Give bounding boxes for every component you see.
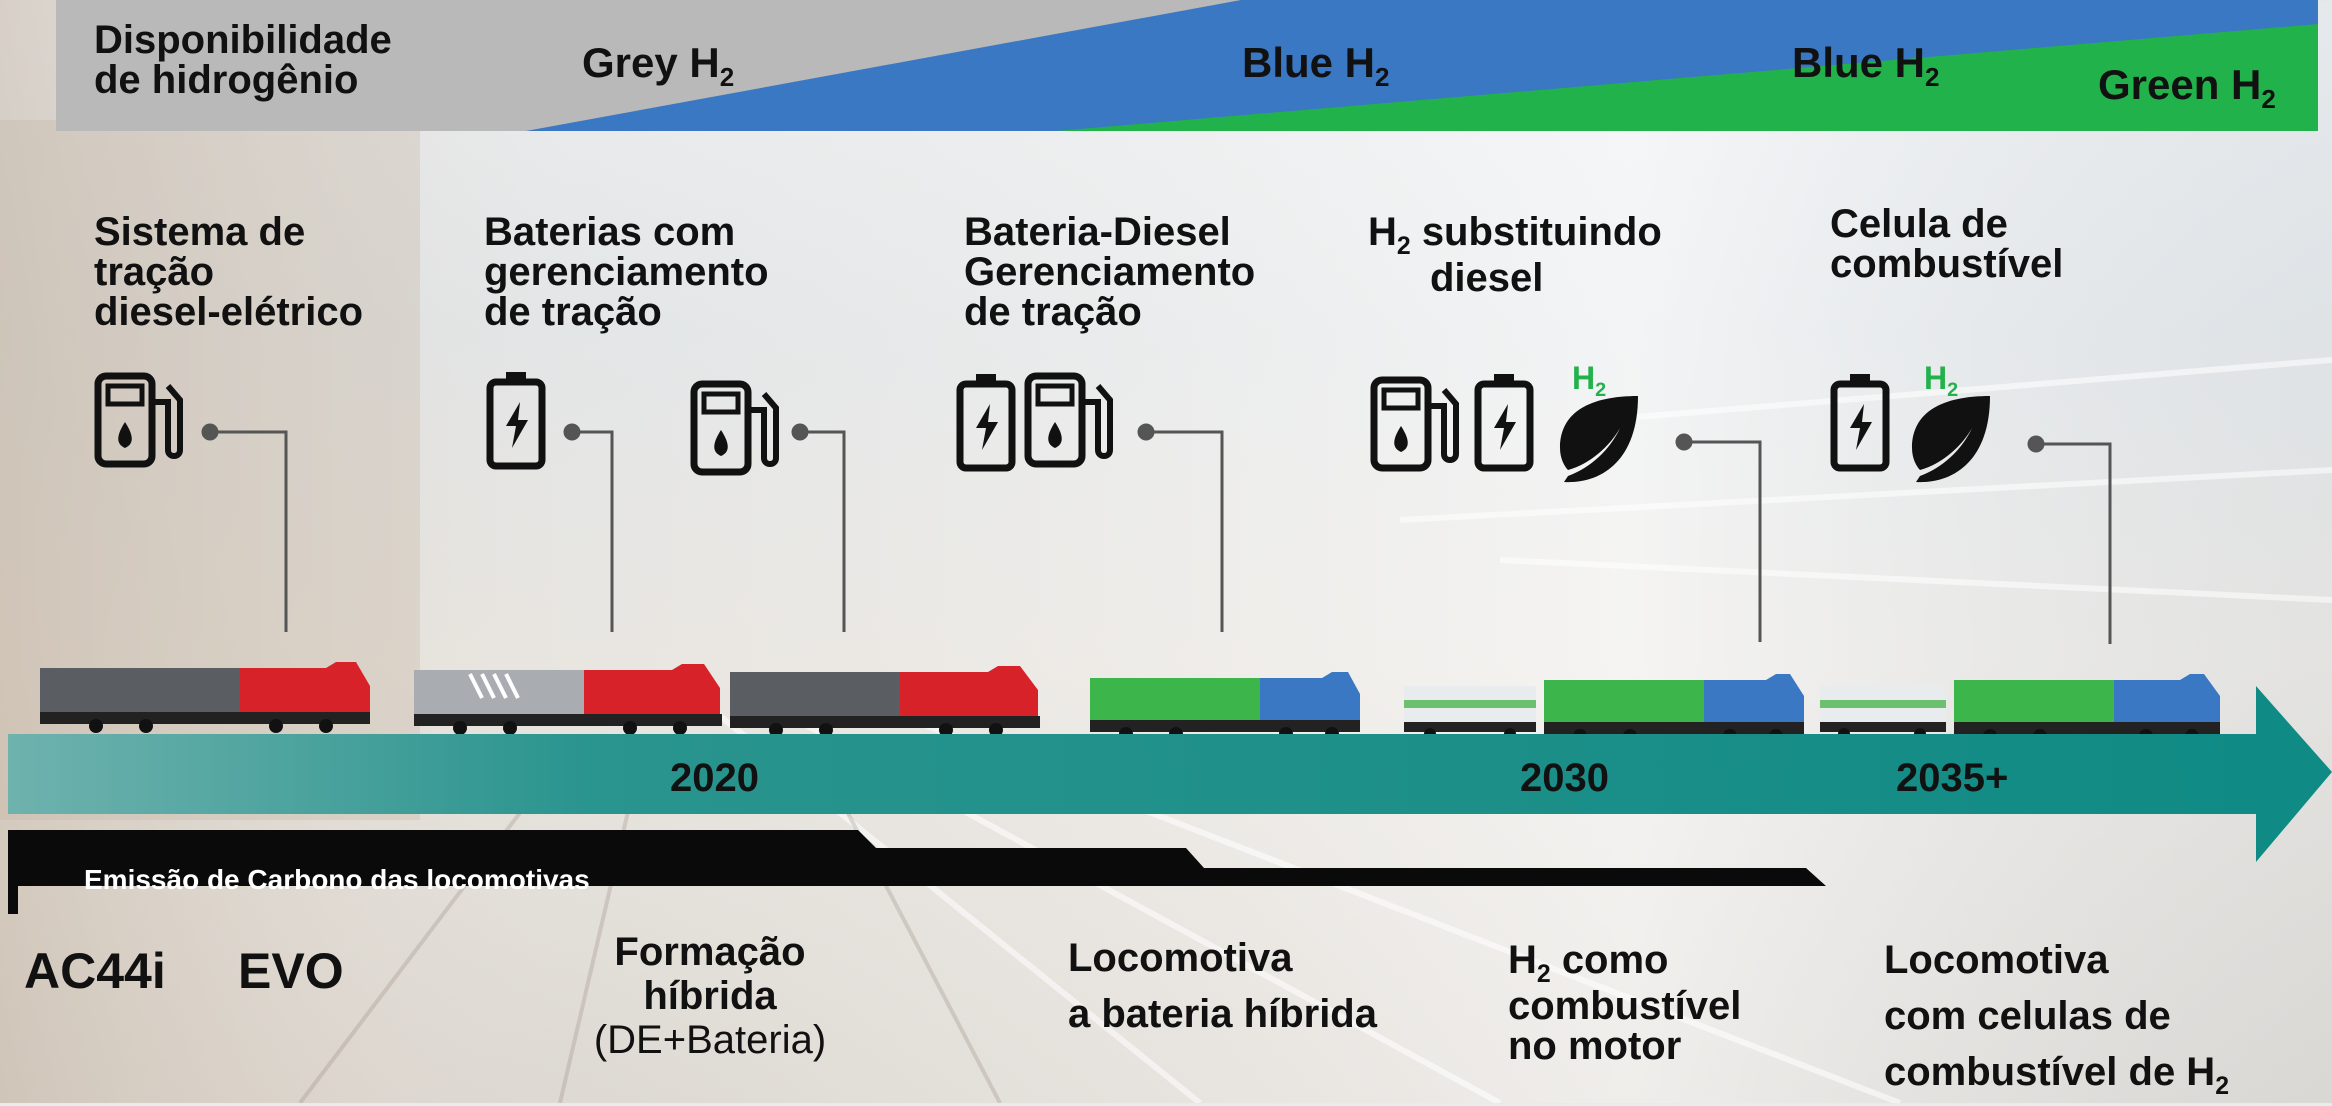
timeline-year-2035-plus: 2035+ xyxy=(1896,756,2009,800)
timeline-arrow xyxy=(8,686,2332,862)
hydrogen-availability-banner xyxy=(56,0,2318,131)
loco-name-h2-combustion: H2 como combustível no motor xyxy=(1508,938,1742,1068)
timeline-year-2030: 2030 xyxy=(1520,756,1609,800)
loco-name-battery-hybrid: Locomotiva a bateria híbrida xyxy=(1068,936,1377,1036)
loco-name-ac44i: AC44i xyxy=(24,943,166,999)
emission-label: Emissão de Carbono das locomotivas xyxy=(84,864,590,895)
fuel-pump-icon xyxy=(1024,372,1113,468)
tender-car-white xyxy=(1820,686,1946,740)
battery-icon xyxy=(1830,374,1890,472)
loco-name-hybrid-formation: Formação híbrida (DE+Bateria) xyxy=(593,930,827,1062)
locomotive-fuel-cell-green xyxy=(1954,674,2220,743)
locomotive-diesel-red xyxy=(730,666,1040,737)
timeline-year-2020: 2020 xyxy=(670,756,759,800)
h2-green-label: H2 xyxy=(1572,360,1607,401)
availability-title: Disponibilidade de hidrogênio xyxy=(94,18,392,102)
blue-h2-label-2: Blue H2 xyxy=(1792,39,1940,93)
locomotive-battery-hybrid-green xyxy=(1090,672,1360,741)
blue-h2-label-1: Blue H2 xyxy=(1242,39,1390,93)
tender-car-white xyxy=(1404,686,1536,740)
battery-icon xyxy=(486,372,546,470)
locomotive-battery-silver xyxy=(414,664,722,735)
battery-icon xyxy=(1474,374,1534,472)
leaf-icon xyxy=(1560,396,1638,483)
leaf-icon xyxy=(1912,396,1990,483)
locomotive-diesel-red xyxy=(40,662,370,733)
loco-name-evo: EVO xyxy=(238,943,344,999)
fuel-pump-icon xyxy=(690,380,779,476)
carbon-emission-bar xyxy=(8,830,1826,914)
fuel-pump-icon xyxy=(1370,376,1459,472)
h2-green-label: H2 xyxy=(1924,360,1959,401)
battery-icon xyxy=(956,374,1016,472)
loco-name-fuel-cell: Locomotiva com celulas de combustível de… xyxy=(1884,938,2229,1100)
tech-heading-h2-replacing-diesel: H2 substituindo diesel xyxy=(1368,210,1662,300)
green-h2-label: Green H2 xyxy=(2098,61,2276,115)
fuel-pump-icon xyxy=(94,372,183,468)
green-band xyxy=(1056,24,2318,131)
grey-h2-label: Grey H2 xyxy=(582,39,735,93)
